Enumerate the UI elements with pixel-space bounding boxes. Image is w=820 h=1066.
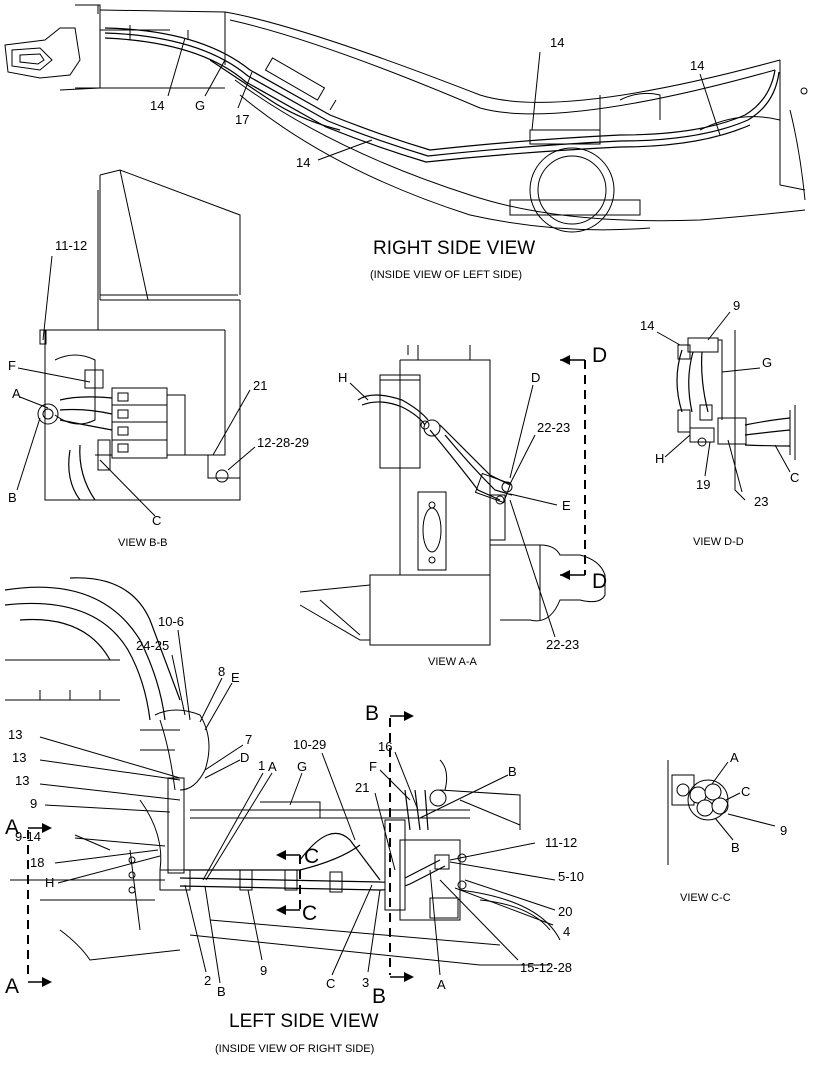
callout-9-cc: 9 (780, 823, 787, 838)
view-aa-title: VIEW A-A (428, 656, 478, 668)
callout-9-ls-bottom: 9 (260, 963, 267, 978)
callout-c-cc: C (741, 784, 750, 799)
left-side-callouts: 10-6 24-25 8 E 13 13 7 D 13 1 A G 10-29 … (8, 614, 584, 1055)
callout-21-bb: 21 (253, 378, 267, 393)
callout-d-ls: D (240, 750, 249, 765)
callout-b-ls-bottom: B (217, 984, 226, 999)
callout-f-ls: F (369, 759, 377, 774)
callout-13-b: 13 (12, 750, 26, 765)
callout-11-12-ls: 11-12 (545, 835, 577, 850)
callout-21-ls: 21 (355, 780, 369, 795)
callout-2: 2 (204, 973, 211, 988)
view-bb (37, 169, 241, 501)
callout-b-cc: B (731, 840, 740, 855)
callout-4: 4 (563, 924, 570, 939)
callout-19: 19 (696, 477, 710, 492)
callout-b-bb: B (8, 490, 17, 505)
section-c-bottom: C (302, 902, 317, 925)
right-side-view-subtitle: (INSIDE VIEW OF LEFT SIDE) (370, 269, 522, 281)
right-side-view (4, 4, 808, 233)
callout-15-12-28: 15-12-28 (520, 960, 572, 975)
view-aa (299, 345, 606, 646)
callout-23-dd: 23 (754, 494, 768, 509)
callout-c-dd: C (790, 470, 799, 485)
callout-8: 8 (218, 664, 225, 679)
callout-14-c: 14 (690, 58, 704, 73)
right-side-callouts: 14 14 14 G 17 14 RIGHT SIDE VIEW (INSIDE… (150, 35, 721, 281)
section-b-marks: B B (365, 702, 414, 1008)
callout-14-dd: 14 (640, 318, 654, 333)
callout-24-25: 24-25 (136, 638, 169, 653)
view-cc (667, 760, 729, 865)
view-cc-callouts: A C 9 B VIEW C-C (680, 750, 787, 904)
callout-a-ls-bottom: A (437, 977, 446, 992)
callout-10-29: 10-29 (293, 737, 326, 752)
callout-b-ls-top: B (508, 764, 517, 779)
callout-17: 17 (235, 112, 249, 127)
section-a-bottom: A (5, 975, 19, 998)
callout-g-dd: G (762, 355, 772, 370)
section-c-top: C (304, 845, 319, 868)
callout-18: 18 (30, 855, 44, 870)
left-side-view-subtitle: (INSIDE VIEW OF RIGHT SIDE) (215, 1043, 374, 1055)
callout-12-28-29: 12-28-29 (257, 435, 309, 450)
callout-11-12-bb: 11-12 (55, 238, 87, 253)
section-c-marks: C C (276, 845, 319, 925)
callout-16: 16 (378, 739, 392, 754)
view-dd-callouts: 9 14 G H 19 23 C VIEW D-D (640, 298, 799, 548)
callout-d-aa: D (531, 370, 540, 385)
callout-1: 1 (258, 758, 265, 773)
right-side-view-title: RIGHT SIDE VIEW (373, 238, 535, 259)
view-bb-callouts: 11-12 F A B C 21 12-28-29 VIEW B-B (8, 238, 309, 549)
section-a-top: A (5, 816, 19, 839)
view-cc-title: VIEW C-C (680, 892, 731, 904)
callout-e-ls: E (231, 670, 240, 685)
callout-10-6: 10-6 (158, 614, 184, 629)
callout-g-rs: G (195, 98, 205, 113)
callout-h-ls: H (45, 875, 54, 890)
callout-22-23-bottom: 22-23 (546, 637, 579, 652)
callout-c-ls: C (326, 976, 335, 991)
callout-9-ls-top: 9 (30, 796, 37, 811)
section-b-top: B (365, 702, 379, 725)
section-b-bottom: B (372, 985, 386, 1008)
section-d-bottom: D (592, 570, 607, 593)
callout-c-bb: C (152, 513, 161, 528)
callout-a-ls: A (268, 759, 277, 774)
callout-e-aa: E (562, 498, 571, 513)
view-aa-callouts: H D 22-23 E 22-23 VIEW A-A (338, 370, 579, 668)
callout-13-a: 13 (8, 727, 22, 742)
left-side-view-title: LEFT SIDE VIEW (229, 1011, 379, 1032)
view-bb-title: VIEW B-B (118, 537, 168, 549)
callout-h-aa: H (338, 370, 347, 385)
callout-5-10: 5-10 (558, 869, 584, 884)
callout-a-cc: A (730, 750, 739, 765)
callout-14-b: 14 (550, 35, 564, 50)
callout-9-dd: 9 (733, 298, 740, 313)
section-d-top: D (592, 344, 607, 367)
view-dd-title: VIEW D-D (693, 536, 744, 548)
callout-14-a: 14 (150, 98, 164, 113)
callout-13-c: 13 (15, 773, 29, 788)
callout-a-bb: A (12, 386, 21, 401)
callout-g-ls: G (297, 759, 307, 774)
callout-h-dd: H (655, 451, 664, 466)
callout-22-23-top: 22-23 (537, 420, 570, 435)
callout-f-bb: F (8, 358, 16, 373)
callout-20: 20 (558, 904, 572, 919)
section-a-marks: A A (5, 816, 52, 998)
view-dd (676, 330, 796, 501)
callout-14-d: 14 (296, 155, 310, 170)
callout-3: 3 (362, 975, 369, 990)
callout-7: 7 (245, 732, 252, 747)
section-d-marks: D D (560, 344, 607, 593)
